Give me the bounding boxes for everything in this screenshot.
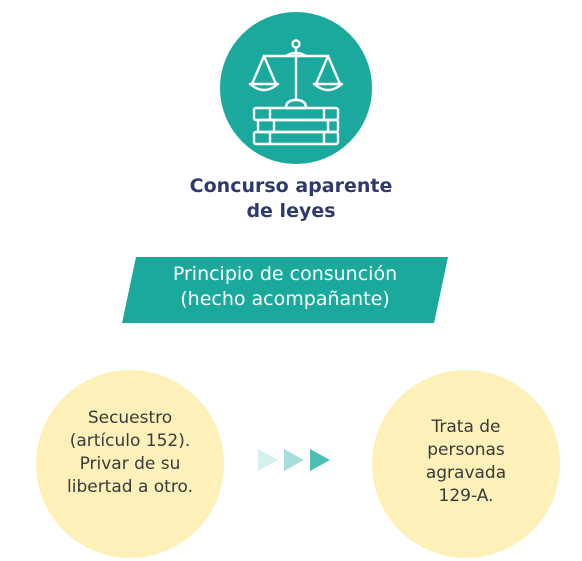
right-case-line: 129-A.: [438, 486, 494, 506]
right-case-text: Trata de personas agravada 129-A.: [372, 416, 560, 508]
diagram-title: Concurso aparente de leyes: [141, 174, 441, 224]
triple-arrow-right-icon: [258, 449, 330, 471]
right-case-line: personas: [427, 440, 505, 460]
arrow-head-1: [258, 449, 278, 471]
left-case-line: (artículo 152).: [69, 431, 191, 451]
title-line-2: de leyes: [246, 200, 336, 222]
principle-line-2: (hecho acompañante): [180, 288, 390, 310]
left-case-line: libertad a otro.: [67, 477, 193, 497]
left-case-circle: [36, 370, 224, 558]
scales-of-justice-on-books-icon: [248, 39, 344, 146]
title-line-1: Concurso aparente: [189, 175, 393, 197]
left-case-line: Privar de su: [79, 454, 181, 474]
principle-banner-text: Principio de consunción (hecho acompañan…: [122, 262, 448, 312]
arrow-head-2: [284, 449, 304, 471]
left-case-line: Secuestro: [87, 408, 173, 428]
right-case-line: Trata de: [431, 417, 501, 437]
principle-banner: [122, 257, 448, 323]
right-case-line: agravada: [425, 463, 507, 483]
emblem-circle: [220, 12, 372, 164]
left-case-text: Secuestro (artículo 152). Privar de su l…: [36, 407, 224, 499]
right-case-circle: [372, 370, 560, 558]
principle-line-1: Principio de consunción: [172, 263, 398, 285]
arrow-head-3: [310, 449, 330, 471]
